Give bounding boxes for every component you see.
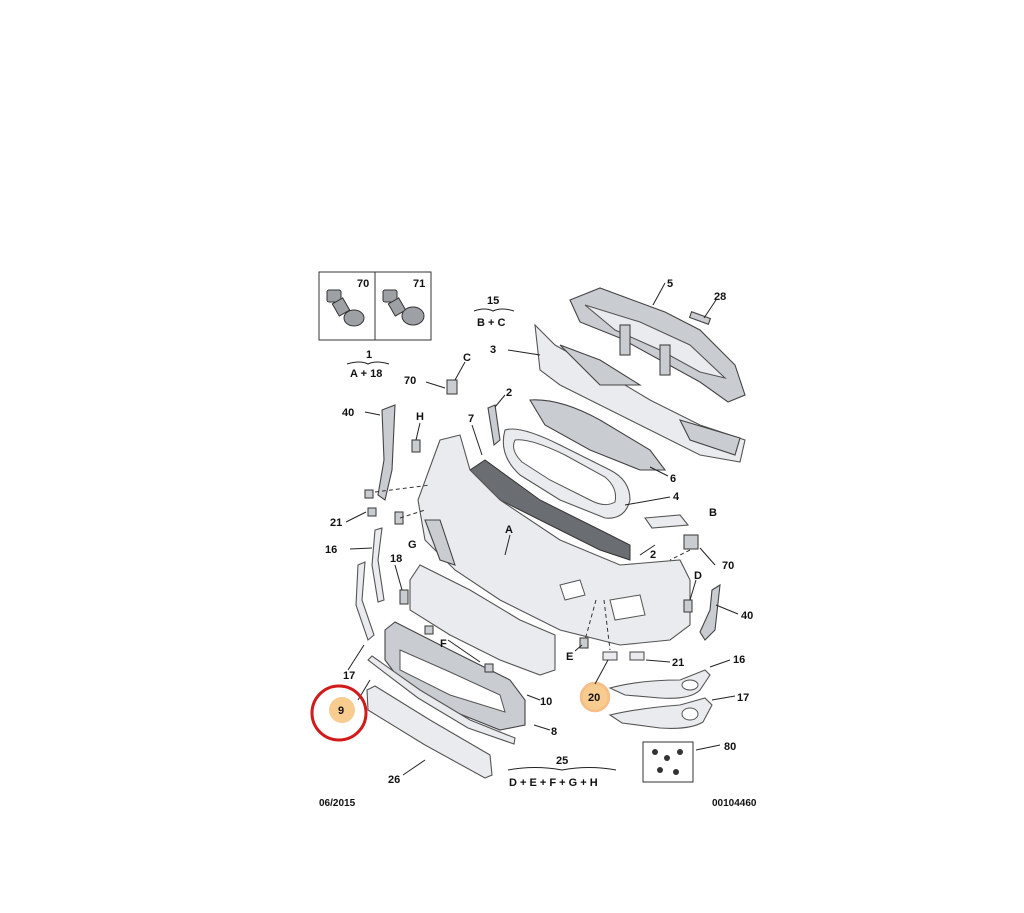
label-17-left: 17 bbox=[343, 670, 355, 682]
label-16-left: 16 bbox=[325, 544, 337, 556]
part-lower-cover bbox=[384, 564, 556, 731]
label-40-right: 40 bbox=[741, 610, 753, 622]
label-7: 7 bbox=[468, 413, 474, 425]
group-15: 15 B + C bbox=[473, 295, 515, 329]
part-18-clip bbox=[399, 589, 409, 605]
label-18: 18 bbox=[390, 553, 402, 565]
leader-lines bbox=[345, 282, 739, 776]
clip-B bbox=[683, 534, 699, 550]
part-4-grille-frame bbox=[502, 428, 631, 519]
fastener-71-label: 71 bbox=[413, 278, 425, 290]
clip-D bbox=[683, 599, 693, 613]
part-2-bracket-lower bbox=[644, 514, 690, 529]
label-70-right: 70 bbox=[722, 560, 734, 572]
group-1-number: 1 bbox=[366, 349, 372, 361]
screw-70-icon bbox=[326, 289, 365, 327]
label-70-top: 70 bbox=[404, 375, 416, 387]
label-26: 26 bbox=[388, 774, 400, 786]
label-A: A bbox=[505, 524, 513, 536]
reference-code: 00104460 bbox=[712, 798, 757, 809]
group-1: 1 A + 18 bbox=[346, 349, 390, 380]
label-5: 5 bbox=[667, 278, 673, 290]
screw-71-icon bbox=[382, 289, 425, 326]
label-D: D bbox=[694, 570, 702, 582]
label-10: 10 bbox=[540, 696, 552, 708]
part-40-left bbox=[377, 404, 396, 501]
label-2-top: 2 bbox=[506, 387, 512, 399]
part-9-strip bbox=[367, 655, 516, 745]
part-labels: 5 28 3 C 70 2 40 H 7 6 4 B A 21 G 16 2 1… bbox=[325, 278, 753, 786]
clip-C bbox=[446, 379, 458, 395]
clips-21-left bbox=[364, 489, 377, 517]
label-21-left: 21 bbox=[330, 517, 342, 529]
part-17-right bbox=[608, 697, 713, 729]
part-5-carrier bbox=[569, 287, 746, 403]
label-C: C bbox=[463, 352, 471, 364]
label-9: 9 bbox=[338, 705, 344, 717]
part-10-bumper-cover bbox=[417, 434, 691, 646]
fastener-box: 70 71 bbox=[318, 271, 432, 341]
label-21-right: 21 bbox=[672, 657, 684, 669]
date-code: 06/2015 bbox=[319, 798, 356, 809]
label-16-right: 16 bbox=[733, 654, 745, 666]
clips-F bbox=[424, 625, 494, 673]
label-80: 80 bbox=[724, 741, 736, 753]
label-4: 4 bbox=[673, 491, 680, 503]
part-26-strip bbox=[366, 685, 493, 779]
callout-9-highlight: 9 bbox=[310, 684, 368, 742]
clip-G bbox=[394, 511, 404, 525]
label-20: 20 bbox=[588, 692, 600, 704]
label-3: 3 bbox=[490, 344, 496, 356]
part-28-clip bbox=[688, 311, 712, 325]
part-16-left bbox=[371, 527, 385, 603]
group-15-formula: B + C bbox=[477, 317, 505, 329]
group-25-number: 25 bbox=[556, 755, 568, 767]
part-6-upper-grille bbox=[529, 399, 667, 471]
part-2-bracket-upper bbox=[487, 404, 501, 447]
clip-H bbox=[411, 439, 421, 453]
part-20-clips bbox=[602, 651, 645, 661]
group-15-number: 15 bbox=[487, 295, 499, 307]
group-25-formula: D + E + F + G + H bbox=[509, 777, 598, 789]
callout-20-highlight: 20 bbox=[579, 659, 611, 713]
label-E: E bbox=[566, 651, 573, 663]
label-H: H bbox=[416, 411, 424, 423]
part-40-right bbox=[699, 583, 721, 641]
clip-E bbox=[579, 637, 589, 649]
part-17-left bbox=[355, 561, 375, 641]
part-3-beam bbox=[534, 323, 746, 463]
label-G: G bbox=[408, 539, 417, 551]
fastener-70-label: 70 bbox=[357, 278, 369, 290]
label-28: 28 bbox=[714, 291, 726, 303]
label-B: B bbox=[709, 507, 717, 519]
red-circle-marker bbox=[310, 684, 368, 742]
label-40-left: 40 bbox=[342, 407, 354, 419]
label-2-bottom: 2 bbox=[650, 549, 656, 561]
part-16-right bbox=[608, 669, 711, 699]
part-80-kit bbox=[642, 741, 694, 783]
label-8: 8 bbox=[551, 726, 557, 738]
label-6: 6 bbox=[670, 473, 676, 485]
label-17-right: 17 bbox=[737, 692, 749, 704]
group-1-formula: A + 18 bbox=[350, 368, 382, 380]
label-F: F bbox=[440, 638, 447, 650]
part-7-absorber bbox=[469, 459, 631, 561]
group-25: 25 D + E + F + G + H bbox=[507, 755, 617, 789]
